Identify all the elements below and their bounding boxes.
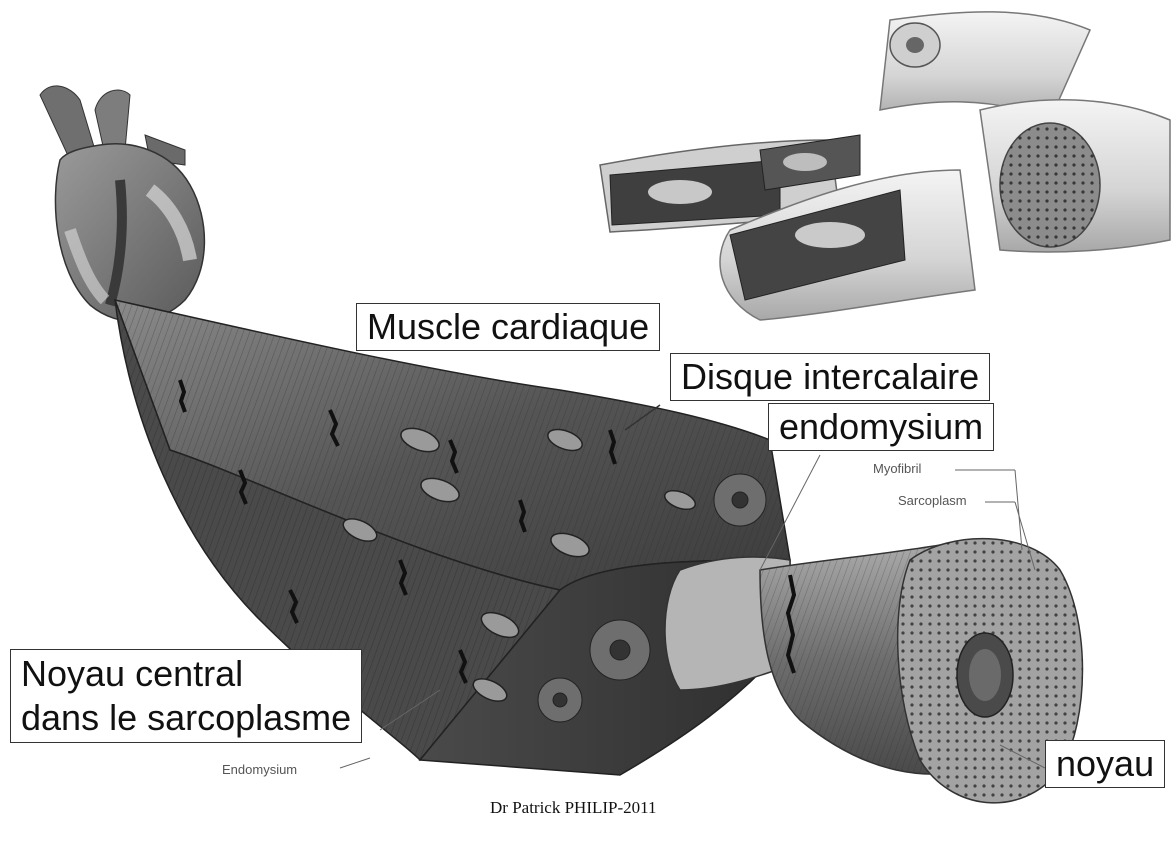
label-endomysium: endomysium bbox=[768, 403, 994, 451]
label-noyau-central: Noyau central dans le sarcoplasme bbox=[10, 649, 362, 743]
label-noyau: noyau bbox=[1045, 740, 1165, 788]
author-credit: Dr Patrick PHILIP-2011 bbox=[490, 798, 657, 818]
label-noyau-central-line1: Noyau central bbox=[21, 652, 351, 696]
label-muscle-cardiaque: Muscle cardiaque bbox=[356, 303, 660, 351]
heart-illustration bbox=[40, 86, 204, 321]
label-myofibril: Myofibril bbox=[873, 461, 921, 476]
single-fiber bbox=[665, 539, 1083, 803]
label-sarcoplasm: Sarcoplasm bbox=[898, 493, 967, 508]
label-endomysium-small: Endomysium bbox=[222, 762, 297, 777]
label-noyau-central-line2: dans le sarcoplasme bbox=[21, 696, 351, 740]
cardiac-cells-sketch bbox=[600, 12, 1170, 320]
label-disque-intercalaire: Disque intercalaire bbox=[670, 353, 990, 401]
